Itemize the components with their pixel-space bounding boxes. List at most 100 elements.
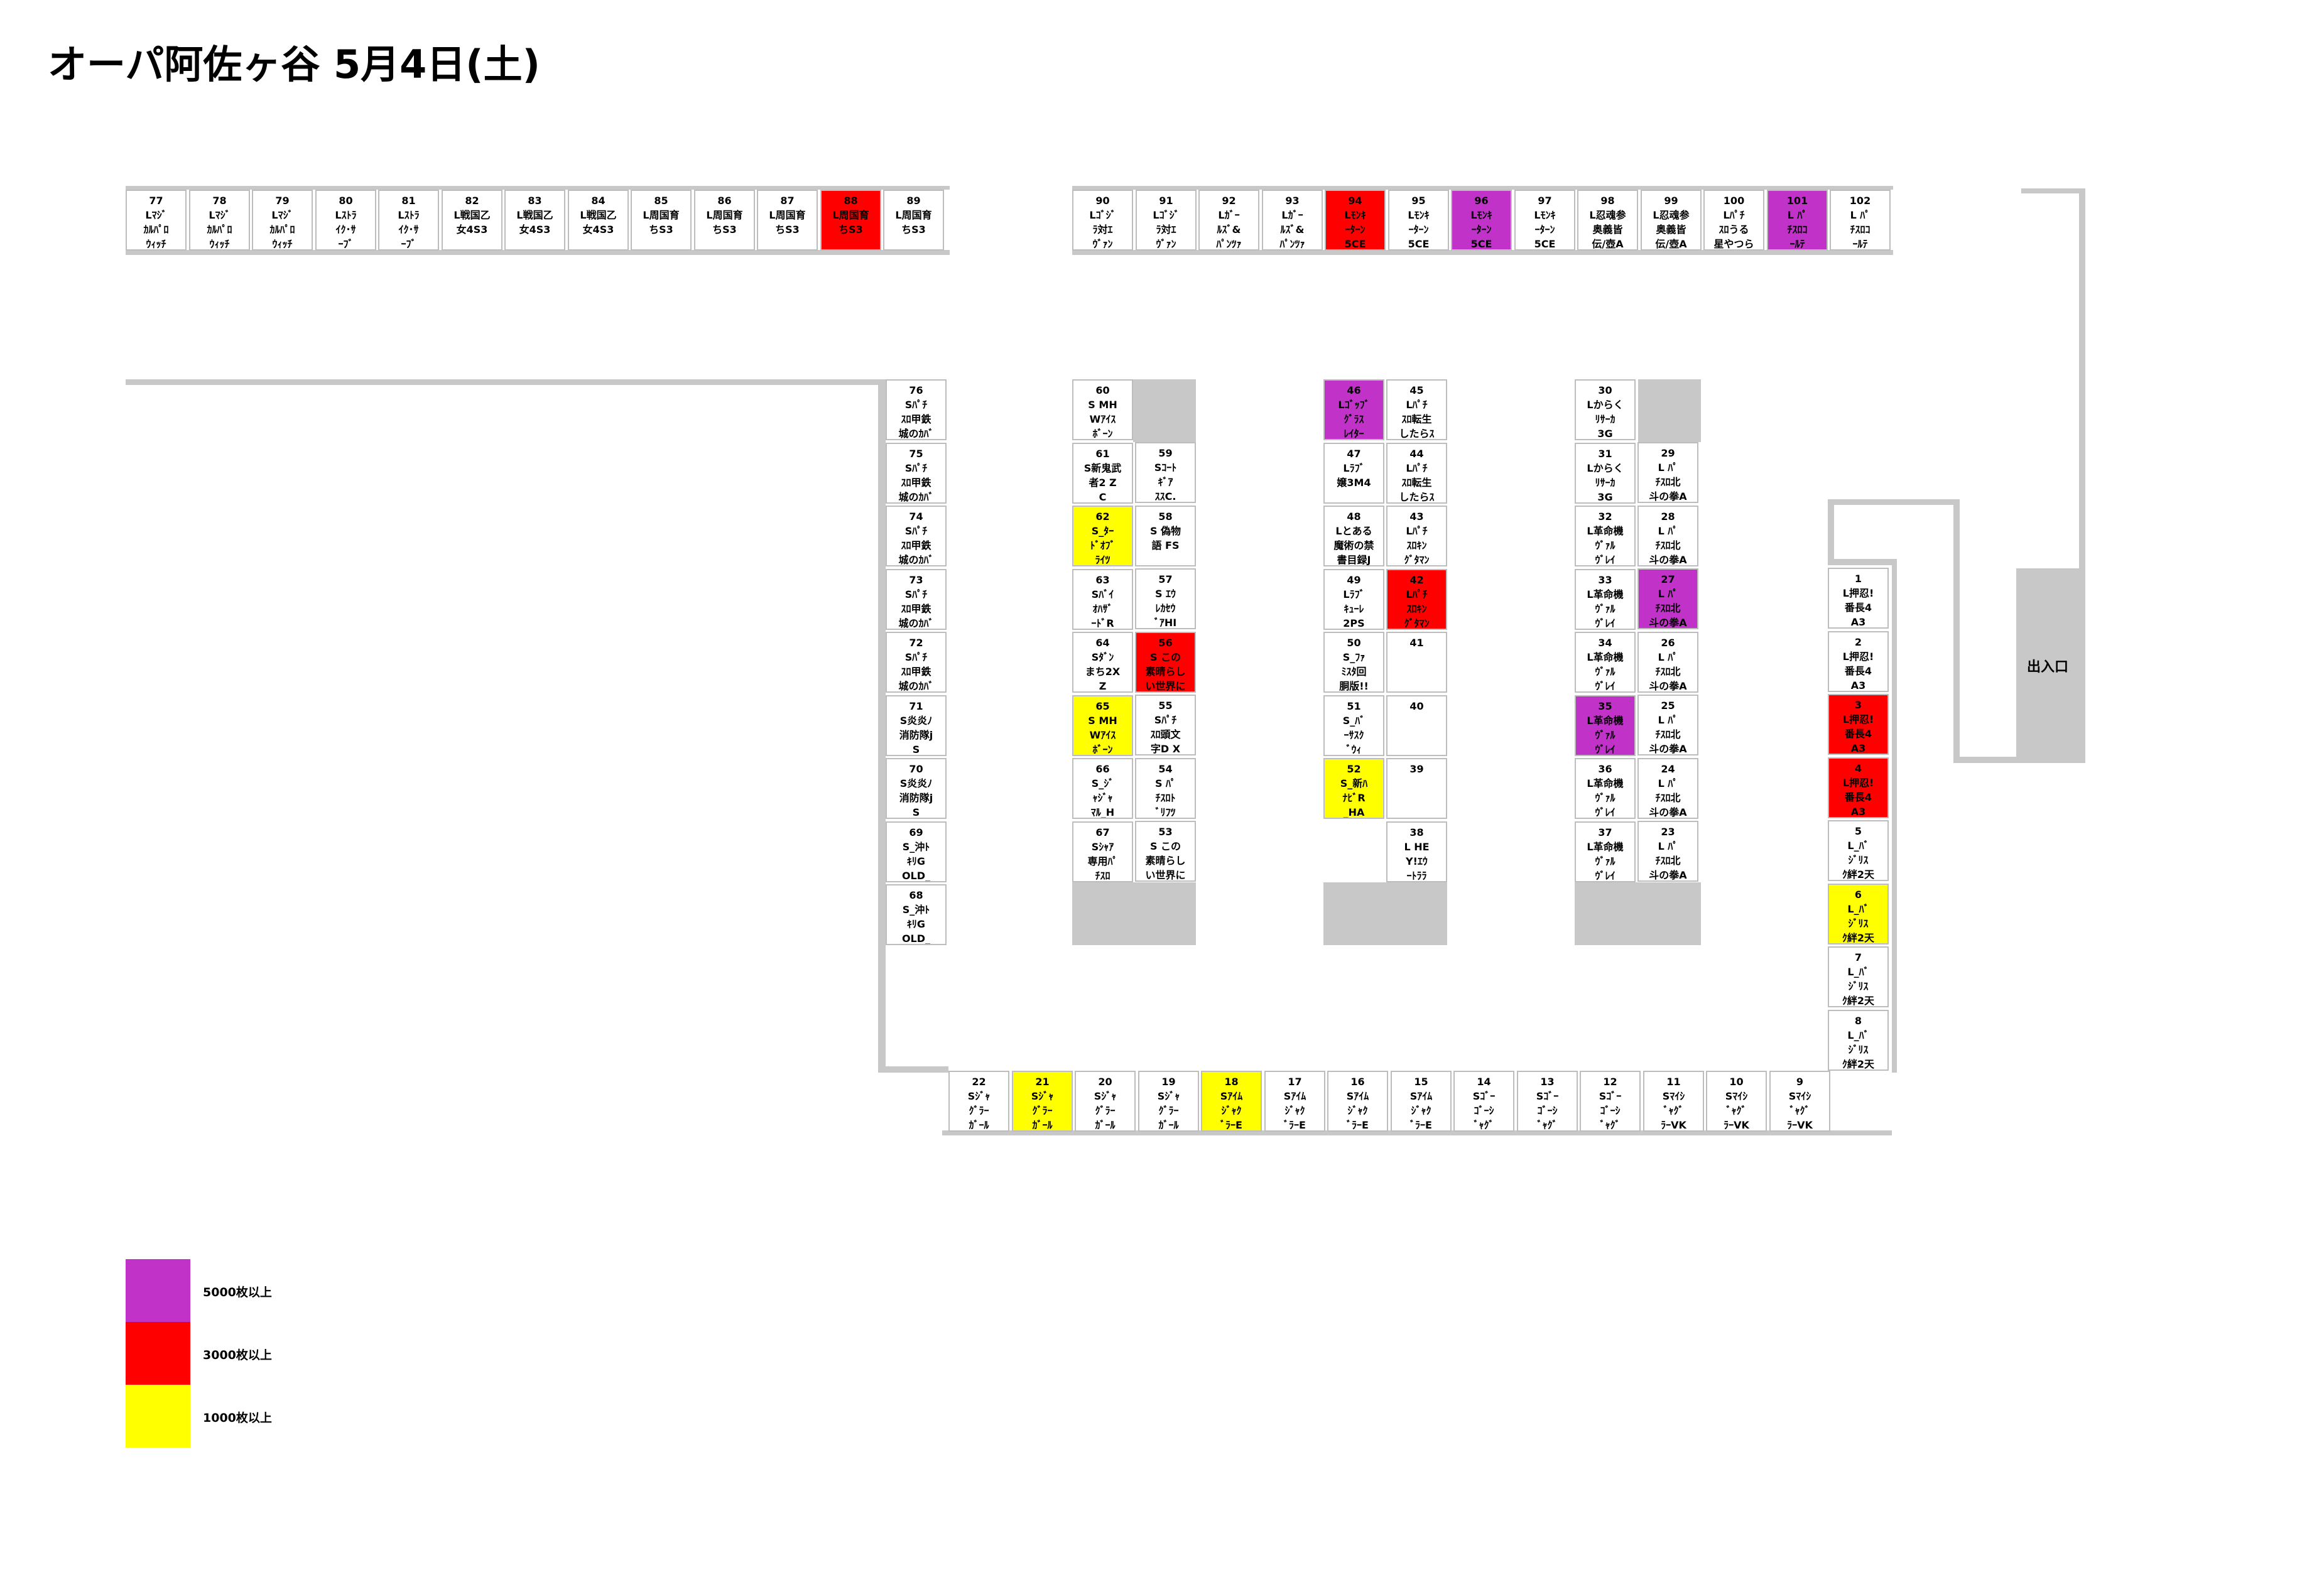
machine-number: 77 [149,195,163,207]
machine-number: 51 [1347,700,1361,712]
machine-name-line: ﾊﾟﾝﾂｧ [1279,238,1305,250]
machine-name-line: ﾞｬｸﾞ [1600,1119,1621,1131]
machine-name-line: S_沖ﾄ [902,904,930,916]
machine-number: 80 [339,195,353,207]
machine-name-line: Lｺﾞｼﾞ [1089,209,1116,221]
machine-number: 24 [1661,763,1675,775]
machine-number: 67 [1095,826,1110,838]
machine-name-line: L戦国乙 [453,209,491,221]
machine-name-line: 5CE [1344,238,1366,250]
machine-number: 97 [1538,195,1552,207]
machine-number: 54 [1158,763,1173,775]
machine-name-line: ｽﾛ転生 [1401,413,1432,425]
machine-name-line: 5CE [1534,238,1556,250]
machine-name-line: ｸﾞﾗｽ [1344,413,1364,425]
machine-name-line: Sｺﾞｰ [1472,1090,1496,1102]
machine-name-line: ｶﾞｰﾙ [1095,1119,1116,1131]
machine-name-line: ｰﾀｰﾝ [1345,224,1366,236]
machine-name-line: ｶﾙﾊﾟﾛ [207,224,232,236]
machine-name-line: い世界に [1145,680,1186,692]
machine-name-line: ﾎﾞｰﾝ [1092,744,1113,755]
legend-label-5000: 5000枚以上 [203,1286,272,1299]
wall-right-top [1828,559,1897,565]
machine-name-line: ｳﾞﾚｲ [1595,680,1615,692]
machine-name-line: 伝/壺A [1592,238,1624,250]
machine-name-line: 斗の拳A [1649,617,1687,629]
machine-name-line: ﾞﾘﾌﾂ [1155,806,1176,818]
machine-name-line: ｽﾛ甲鉄 [901,666,931,678]
machine-name-line: ｷｭｰﾚ [1344,603,1364,615]
machine-18: 18SｱｲﾑｼﾞｬｸﾞﾗｰE [1201,1071,1262,1132]
machine-name-line: S この [1149,651,1181,663]
machine-number: 12 [1603,1076,1617,1088]
machine-name-line: S ｴｳ [1154,588,1176,600]
machine-name-line: S [912,806,920,818]
wall-block-column-c-bottom [1323,882,1447,945]
machine-name-line: 2PS [1343,617,1365,629]
machine-name-line: OLD_ [901,933,931,945]
entrance-label: 出入口 [2026,659,2068,675]
machine-name-line: 女4S3 [456,224,488,236]
machine-name-line: S ﾊﾟ [1154,777,1176,789]
machine-number: 52 [1347,763,1361,775]
machine-name-line: ｲｸ･ｻ [398,224,419,236]
machine-number: 6 [1854,889,1862,901]
machine-number: 29 [1661,447,1675,459]
machine-name-line: Lﾓﾝｷ [1470,209,1492,221]
machine-16: 16SｱｲﾑｼﾞｬｸﾞﾗｰE [1327,1071,1388,1132]
machine-name-line: ｷﾞｱ [1158,476,1173,488]
machine-number: 17 [1288,1076,1302,1088]
machine-10: 10SﾏｲｼﾞｬｸﾞﾗｰVK [1706,1071,1767,1132]
machine-number: 27 [1661,573,1675,585]
machine-name-line: ちS3 [775,224,800,236]
machine-name-line: ｳﾞﾚｲ [1595,744,1615,755]
machine-name-line: ｽﾛｷﾝ [1406,603,1427,615]
machine-number: 90 [1095,195,1110,207]
machine-name-line: 女4S3 [519,224,551,236]
machine-name-line: ﾁｽﾛｺ [1787,224,1808,236]
machine-name-line: Wｱｲｽ [1089,729,1116,741]
machine-name-line: Sｺｰﾄ [1154,462,1177,474]
machine-name-line: Lﾗﾌﾞ [1343,588,1365,600]
wall-partition-top [1828,499,1960,505]
machine-name-line: Z [1099,680,1107,692]
machine-number: 15 [1414,1076,1428,1088]
machine-number: 68 [909,889,923,901]
machine-name-line: S MH [1088,399,1117,411]
machine-name-line: ｺﾞｰｼ [1537,1105,1558,1117]
machine-name-line: L押忍! [1842,713,1874,725]
machine-name-line: ｳｨｯﾁ [209,238,230,250]
machine-name-line: L ﾊﾟ [1658,525,1678,537]
machine-name-line: 番長4 [1844,602,1872,614]
machine-number: 44 [1409,448,1424,460]
machine-name-line: ちS3 [901,224,926,236]
machine-number: 26 [1661,637,1675,649]
machine-number: 43 [1409,511,1424,522]
machine-name-line: ﾎﾞｰﾝ [1092,428,1113,440]
wall-partition-left [1828,499,1834,565]
machine-name-line: Sｱｲﾑ [1409,1090,1433,1102]
wall-block-column-b-bottom [1072,882,1196,945]
machine-name-line: 魔術の禁 [1333,539,1374,551]
machine-name-line: Lﾊﾟﾁ [1406,462,1428,474]
machine-name-line: 斗の拳A [1649,490,1687,502]
machine-name-line: ｼﾞﾘｽ [1848,980,1869,992]
machine-name-line: ｬｼﾞｬ [1092,792,1113,804]
machine-name-line: Lﾊﾟﾁ [1406,588,1428,600]
